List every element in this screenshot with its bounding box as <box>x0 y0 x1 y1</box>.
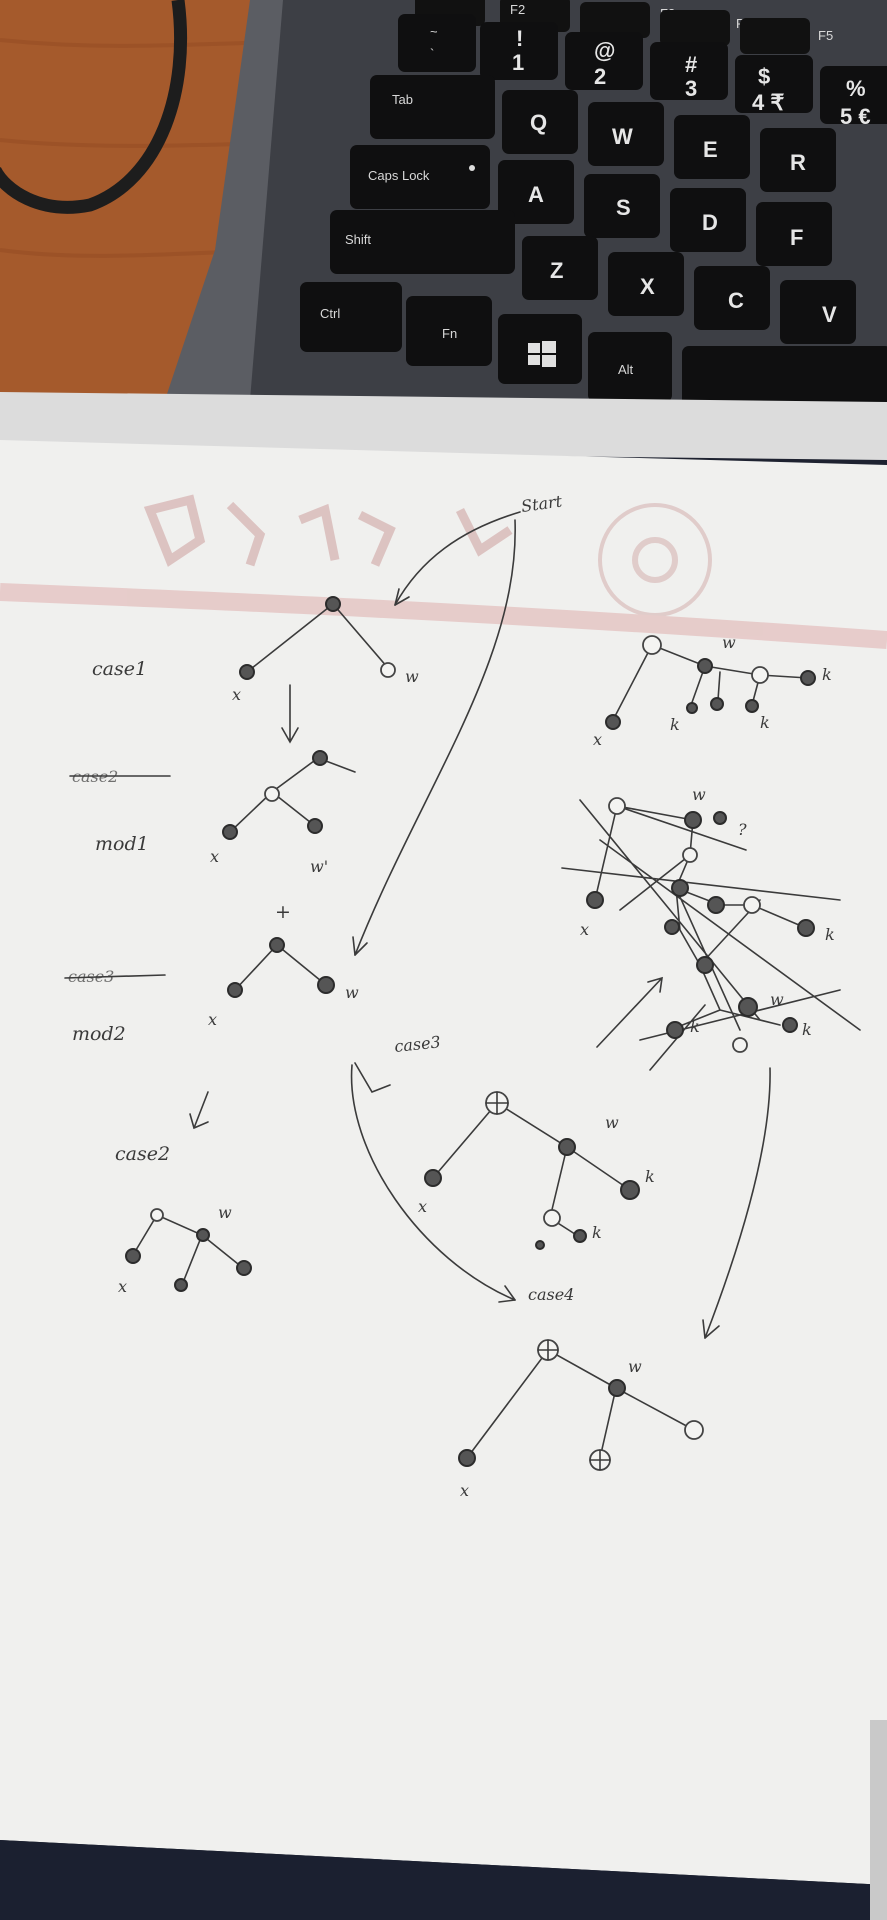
svg-text:k: k <box>802 1020 812 1039</box>
svg-text:w': w' <box>310 857 328 876</box>
svg-text:X: X <box>640 274 655 299</box>
svg-text:k: k <box>670 715 680 734</box>
svg-text:x: x <box>232 685 241 704</box>
svg-text:C: C <box>728 288 744 313</box>
mod1-tree: x w' <box>210 750 356 876</box>
svg-text:x: x <box>210 847 219 866</box>
z-key-row: Shift Z X C V <box>330 210 856 344</box>
svg-text:@: @ <box>594 38 615 63</box>
svg-text:#: # <box>685 52 697 77</box>
svg-text:$: $ <box>758 64 770 89</box>
f5-key-label: F5 <box>818 28 833 43</box>
case2-label: case2 <box>115 1143 170 1165</box>
mod2-tree: x w <box>208 937 359 1029</box>
svg-text:x: x <box>208 1010 217 1029</box>
svg-text:case3: case3 <box>68 967 114 986</box>
svg-text:k: k <box>592 1223 602 1242</box>
right-long-arrow <box>704 1067 771 1339</box>
bottom-key-row: Ctrl Fn Alt <box>300 282 887 406</box>
svg-text:w: w <box>770 990 784 1009</box>
windows-logo-icon <box>528 341 556 367</box>
shift-key-label: Shift <box>345 232 371 247</box>
svg-text:3: 3 <box>685 76 697 101</box>
svg-text:4 ₹: 4 ₹ <box>752 90 784 115</box>
svg-text:k: k <box>760 713 770 732</box>
svg-text:w: w <box>218 1203 232 1222</box>
case1-tree: x w <box>232 596 419 704</box>
svg-text:k: k <box>645 1167 655 1186</box>
alt-key-label: Alt <box>618 362 634 377</box>
svg-text:w: w <box>628 1357 642 1376</box>
svg-text:w: w <box>405 667 419 686</box>
faded-letterhead <box>0 494 887 649</box>
svg-text:5 €: 5 € <box>840 104 871 129</box>
svg-text:x: x <box>593 730 602 749</box>
right-top-tree: x w k k k <box>593 633 832 749</box>
q-key-row: Tab Q W E R <box>370 75 836 192</box>
paper-stack-back <box>0 392 887 460</box>
f2-key-label: F2 <box>510 2 525 17</box>
notebook-paper <box>0 440 887 1885</box>
svg-text:~: ~ <box>430 24 438 39</box>
svg-text:x: x <box>460 1481 469 1500</box>
svg-text:F: F <box>790 225 803 250</box>
svg-text:?: ? <box>738 820 747 839</box>
tab-key-label: Tab <box>392 92 413 107</box>
svg-text:x: x <box>118 1277 127 1296</box>
fn-key-label: Fn <box>442 326 457 341</box>
svg-text:w: w <box>345 983 359 1002</box>
case4-label: case4 <box>528 1285 574 1304</box>
svg-text:w: w <box>722 633 736 652</box>
svg-text:case2: case2 <box>72 767 118 786</box>
svg-text:2: 2 <box>594 64 606 89</box>
case3-tree: x w k k <box>418 1091 655 1250</box>
a-key-row: Caps Lock A S D F <box>350 145 832 266</box>
case2-tree: x w <box>118 1203 252 1296</box>
svg-text:!: ! <box>516 26 523 51</box>
svg-text:Z: Z <box>550 258 563 283</box>
handwritten-diagrams: Start case1 x w case2 mod1 x w' <box>64 491 861 1500</box>
svg-text:+: + <box>275 901 291 923</box>
right-messy-tree: ? x w k w k k <box>561 785 861 1071</box>
caps-lock-key-label: Caps Lock <box>368 168 430 183</box>
case3-label: case3 <box>393 1032 441 1056</box>
svg-text:E: E <box>703 137 718 162</box>
svg-text:`: ` <box>430 46 434 61</box>
cable <box>0 0 187 214</box>
case1-label: case1 <box>92 658 147 680</box>
svg-text:w: w <box>692 785 706 804</box>
start-arrow-to-mod2 <box>354 519 516 956</box>
svg-text:x: x <box>418 1197 427 1216</box>
case4-tree: x w <box>458 1339 704 1500</box>
svg-text:w: w <box>605 1113 619 1132</box>
mod2-label: mod2 <box>72 1023 126 1045</box>
start-arrow-to-case1 <box>394 511 521 606</box>
svg-text:S: S <box>616 195 631 220</box>
svg-text:W: W <box>612 124 633 149</box>
svg-text:D: D <box>702 210 718 235</box>
ctrl-key-label: Ctrl <box>320 306 340 321</box>
mod1-label: mod1 <box>95 833 149 855</box>
svg-text:k: k <box>825 925 835 944</box>
svg-text:R: R <box>790 150 806 175</box>
number-key-row: ~ ` ! 1 @ 2 # 3 $ 4 ₹ % 5 € <box>398 14 887 129</box>
svg-text:1: 1 <box>512 50 524 75</box>
svg-text:k: k <box>690 1017 700 1036</box>
svg-text:Q: Q <box>530 110 547 135</box>
svg-text:V: V <box>822 302 837 327</box>
svg-text:x: x <box>580 920 589 939</box>
svg-text:%: % <box>846 76 866 101</box>
case3-to-case4-arrow <box>350 1064 516 1301</box>
svg-text:k: k <box>822 665 832 684</box>
svg-text:A: A <box>528 182 544 207</box>
